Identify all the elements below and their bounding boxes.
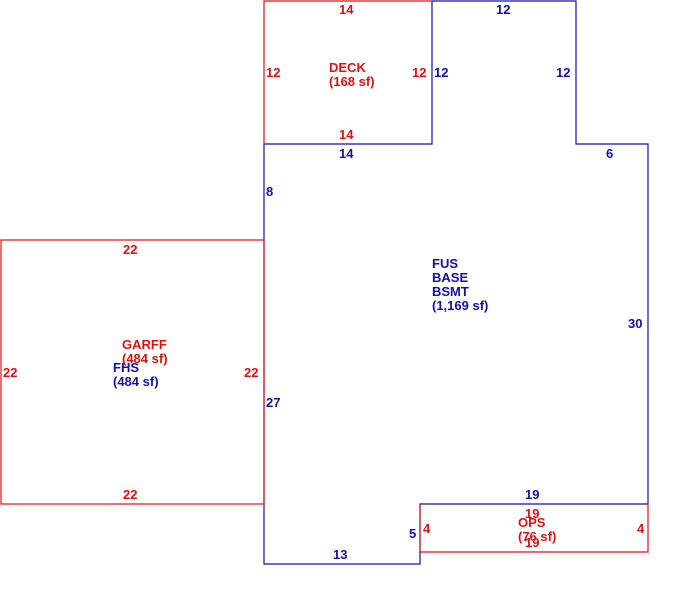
deck-left-dim: 12 xyxy=(266,65,280,80)
main-left-upper-dim: 8 xyxy=(266,184,273,199)
fhs-name: FHS xyxy=(113,360,139,375)
ops-outline xyxy=(419,504,649,553)
main-right-dim: 30 xyxy=(628,316,642,331)
garage-name: GARFF xyxy=(122,337,167,352)
garage-bottom-dim: 22 xyxy=(123,487,137,502)
garage-left-dim: 22 xyxy=(3,365,17,380)
upper-step-dim: 6 xyxy=(606,146,613,161)
garage-top-dim: 22 xyxy=(123,242,137,257)
deck-name: DECK xyxy=(329,60,366,75)
deck-area: (168 sf) xyxy=(329,74,375,89)
main-area: (1,169 sf) xyxy=(432,298,488,313)
deck-top-dim: 14 xyxy=(339,2,354,17)
fhs-area: (484 sf) xyxy=(113,374,159,389)
ops-top-dim: 19 xyxy=(525,506,539,521)
main-bottom-left-dim: 13 xyxy=(333,547,347,562)
deck-bottom-dim: 14 xyxy=(339,127,354,142)
deck-outline xyxy=(263,0,432,144)
garage-outline xyxy=(0,239,265,505)
main-label-line3: BSMT xyxy=(432,284,469,299)
main-label-line1: FUS xyxy=(432,256,458,271)
main-left-lower-dim: 27 xyxy=(266,395,280,410)
main-top-dim: 14 xyxy=(339,146,354,161)
ops-area: (76 sf) xyxy=(518,529,556,544)
deck-right-dim: 12 xyxy=(412,65,426,80)
garage-right-dim: 22 xyxy=(244,365,258,380)
upper-left-dim: 12 xyxy=(434,65,448,80)
main-notch-dim: 5 xyxy=(409,526,416,541)
main-label-line2: BASE xyxy=(432,270,468,285)
ops-left-dim: 4 xyxy=(423,521,431,536)
main-bottom-right-dim: 19 xyxy=(525,487,539,502)
garage-area: (484 sf) xyxy=(122,351,168,366)
ops-right-dim: 4 xyxy=(637,521,645,536)
upper-right-dim: 12 xyxy=(556,65,570,80)
ops-name: OPS xyxy=(518,515,546,530)
ops-bottom-dim: 19 xyxy=(525,535,539,550)
upper-top-dim: 12 xyxy=(496,2,510,17)
